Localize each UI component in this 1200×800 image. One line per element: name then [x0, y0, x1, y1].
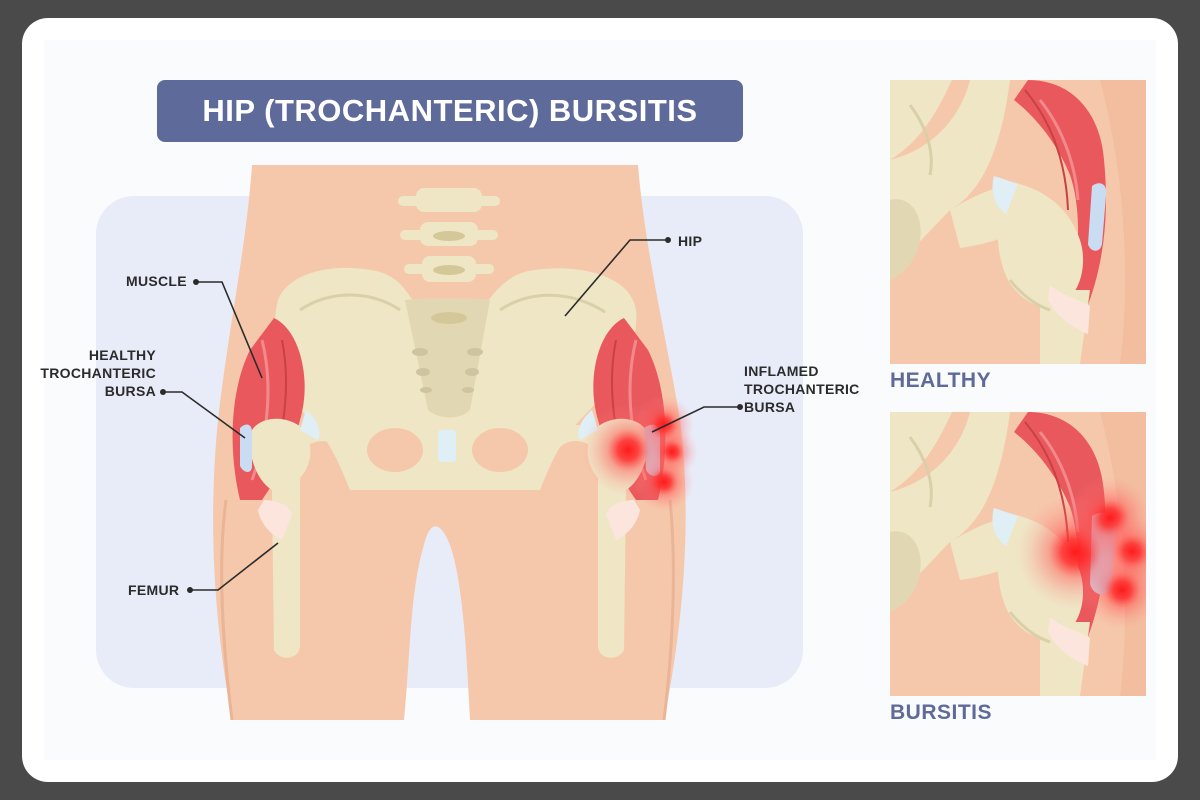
- label-healthy-bursa-line: TROCHANTERIC: [40, 365, 156, 381]
- label-inflamed-bursa-line: INFLAMED: [744, 363, 819, 379]
- label-healthy-bursa: HEALTHY TROCHANTERIC BURSA: [34, 346, 156, 400]
- title-banner: HIP (TROCHANTERIC) BURSITIS: [157, 80, 743, 142]
- label-healthy-bursa-line: BURSA: [104, 383, 156, 399]
- page-title: HIP (TROCHANTERIC) BURSITIS: [202, 93, 698, 128]
- label-inflamed-bursa-line: TROCHANTERIC: [744, 381, 860, 397]
- panel-label-healthy: HEALTHY: [890, 369, 992, 392]
- label-femur: FEMUR: [128, 582, 180, 598]
- label-hip: HIP: [678, 233, 703, 249]
- panel-label-bursitis: BURSITIS: [890, 701, 993, 724]
- label-inflamed-bursa-line: BURSA: [744, 399, 796, 415]
- label-muscle: MUSCLE: [126, 273, 187, 289]
- label-inflamed-bursa: INFLAMED TROCHANTERIC BURSA: [744, 362, 860, 416]
- label-healthy-bursa-line: HEALTHY: [88, 347, 156, 363]
